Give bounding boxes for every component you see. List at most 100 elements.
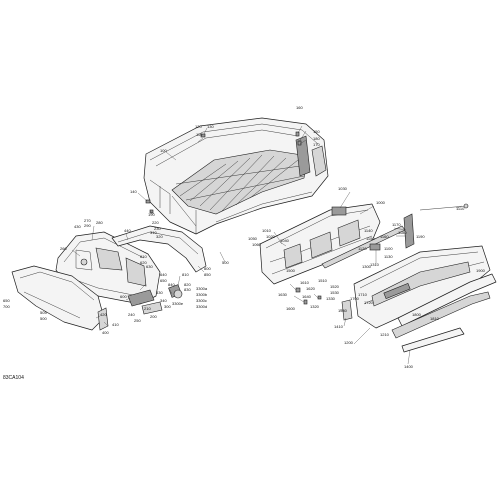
callout-label: 3300b — [196, 292, 208, 297]
callout-label: 600 — [120, 294, 127, 299]
callout-label: 220 — [152, 220, 159, 225]
callout-label: 340 — [160, 298, 167, 303]
callout-label: 290 — [84, 223, 91, 228]
callout-label: 260 — [60, 246, 67, 251]
callout-labels: 120 130 110 100 160 150 180 170 140 190 … — [3, 105, 486, 369]
callout-label: 1110 — [456, 206, 465, 211]
callout-label: 1640 — [302, 294, 312, 299]
side-step-plate — [127, 289, 163, 315]
callout-label: 160 — [296, 105, 303, 110]
callout-label: 1050 — [248, 236, 258, 241]
callout-label: 1150 — [366, 236, 375, 241]
callout-label: 800 — [204, 266, 211, 271]
fender-trim — [111, 225, 207, 299]
callout-label: 1710 — [358, 292, 368, 297]
callout-label: 1300 — [362, 264, 372, 269]
callout-label: 3300e — [172, 301, 184, 306]
callout-label: 1170 — [392, 222, 401, 227]
callout-label: 1100 — [384, 246, 393, 251]
callout-label: 500 — [222, 260, 229, 265]
callout-label: 1210 — [380, 332, 390, 337]
callout-label: 640 — [160, 272, 167, 277]
callout-label: 3300a — [196, 286, 208, 291]
callout-label: 1120 — [358, 246, 367, 251]
callout-label: 1010 — [262, 228, 272, 233]
callout-label: 1330 — [326, 296, 336, 301]
callout-label: 1030 — [338, 186, 348, 191]
callout-label: 1530 — [330, 290, 340, 295]
tailgate-inner-panel — [259, 203, 381, 285]
callout-label: 280 — [96, 220, 103, 225]
callout-label: 1620 — [306, 286, 316, 291]
callout-label: 1320 — [310, 304, 320, 309]
callout-label: 1540 — [338, 308, 348, 313]
callout-label: 310 — [150, 230, 157, 235]
callout-label: 810 — [182, 272, 189, 277]
callout-label: 1700 — [350, 296, 360, 301]
callout-label: 1810 — [430, 316, 440, 321]
callout-label: 1410 — [334, 324, 344, 329]
callout-label: 505 — [40, 310, 47, 315]
callout-label: 400 — [102, 330, 109, 335]
callout-label: 1900 — [476, 268, 486, 273]
callout-label: 270 — [84, 218, 91, 223]
callout-label: 500 — [40, 316, 47, 321]
hardware-middle — [295, 287, 353, 321]
rear-left-cover — [11, 265, 109, 331]
callout-label: 330 — [156, 290, 163, 295]
leader-lines — [71, 125, 463, 365]
callout-label: 410 — [112, 322, 119, 327]
callout-label: 1510 — [318, 278, 328, 283]
callout-label: 320 — [156, 234, 163, 239]
callout-label: 1160 — [380, 234, 389, 239]
callout-label: 1800 — [412, 312, 422, 317]
callout-label: 300 — [164, 304, 171, 309]
callout-label: 190 — [148, 212, 155, 217]
callout-label: 1310 — [370, 262, 380, 267]
callout-label: 830 — [184, 287, 191, 292]
callout-label: 700 — [3, 304, 10, 309]
diagram-code: 83CA104 — [3, 375, 24, 381]
callout-label: 120 — [195, 124, 202, 129]
callout-label: 1000 — [376, 200, 386, 205]
callout-label: 650 — [160, 278, 167, 283]
callout-label: 620 — [140, 260, 147, 265]
callout-label: 440 — [124, 228, 131, 233]
callout-label: 1500 — [286, 268, 296, 273]
tailgate-outer — [353, 245, 491, 329]
callout-label: 1200 — [344, 340, 354, 345]
callout-label: 1400 — [404, 364, 414, 369]
callout-label: 1140 — [364, 228, 373, 233]
callout-label: 1040 — [280, 238, 290, 243]
callout-label: 170 — [313, 142, 320, 147]
callout-label: 110 — [196, 132, 203, 137]
callout-label: 820 — [184, 282, 191, 287]
callout-label: 610 — [140, 254, 147, 259]
callout-label: 180 — [313, 136, 320, 141]
callout-label: 1630 — [278, 292, 288, 297]
callout-label: 850 — [204, 272, 211, 277]
callout-label: 1130 — [384, 254, 393, 259]
callout-label: 840 — [168, 282, 175, 287]
callout-label: 200 — [150, 314, 157, 319]
callout-label: 130 — [207, 124, 214, 129]
callout-label: 100 — [160, 148, 167, 153]
callout-label: 630 — [146, 264, 153, 269]
callout-label: 1020 — [266, 234, 276, 239]
callout-label: 650 — [3, 298, 10, 303]
callout-label: 230 — [154, 226, 161, 231]
callout-label: 140 — [130, 189, 137, 194]
callout-label: 250 — [134, 318, 141, 323]
tailgate-trim-strip — [391, 273, 497, 353]
callout-label: 150 — [313, 129, 320, 134]
callout-label: 1720 — [364, 300, 374, 305]
cargo-box — [143, 117, 329, 235]
callout-label: 1610 — [300, 280, 310, 285]
callout-label: 1600 — [286, 306, 296, 311]
callout-label: 1060 — [252, 242, 262, 247]
callout-label: 420 — [100, 312, 107, 317]
callout-label: 1190 — [416, 234, 425, 239]
callout-label: 240 — [128, 312, 135, 317]
tailgate-rod — [321, 203, 469, 269]
